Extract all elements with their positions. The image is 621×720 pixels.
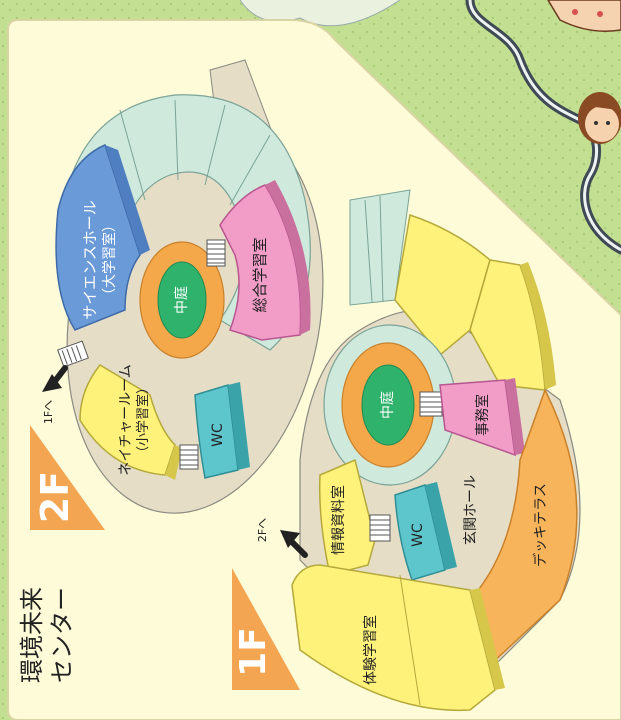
label-stairs-1f: 1Fへ xyxy=(42,400,55,424)
room-deck-terrace xyxy=(469,388,578,667)
label-courtyard-1f: 中庭 xyxy=(379,391,396,419)
svg-text:ネイチャールーム: ネイチャールーム xyxy=(118,364,134,475)
svg-text:サイエンスホール: サイエンスホール xyxy=(81,200,99,320)
badge-1f: 1F xyxy=(232,568,300,690)
label-nature-room: ネイチャールーム （小学習室） xyxy=(118,364,151,475)
title-line-2: センター xyxy=(48,587,76,683)
badge-2f: 2F xyxy=(30,425,105,530)
label-wc-2f: WC xyxy=(210,423,226,447)
floor-1f: 中庭 事務室 デッキテラス 玄関ホール 情報資料室 xyxy=(256,189,581,712)
floor-2f: サイエンスホール （大学習室） 総合学習室 中庭 ネイチャールーム （小学習室） xyxy=(42,59,324,514)
character-face-icon xyxy=(578,92,621,144)
label-office: 事務室 xyxy=(474,394,491,436)
courtyard-2f xyxy=(157,261,207,339)
room-science-hall xyxy=(55,143,141,331)
svg-text:総合学習室: 総合学習室 xyxy=(251,237,269,312)
svg-text:（大学習室）: （大学習室） xyxy=(101,218,118,302)
title-line-1: 環境未来 xyxy=(18,587,46,683)
stairs-icon xyxy=(206,239,226,267)
label-deck-terrace: デッキテラス xyxy=(532,483,549,567)
label-info-room: 情報資料室 xyxy=(330,485,347,555)
room-general-study xyxy=(219,184,302,341)
svg-text:（小学習室）: （小学習室） xyxy=(135,381,151,459)
page-title: 環境未来 センター xyxy=(18,587,76,683)
room-wc-2f xyxy=(194,384,239,479)
room-info xyxy=(318,458,376,576)
stairs-icon xyxy=(419,391,443,417)
room-experience xyxy=(291,564,496,712)
label-courtyard-2f: 中庭 xyxy=(173,286,190,314)
arrow-to-1f-icon xyxy=(42,365,68,392)
courtyard-1f xyxy=(361,364,415,446)
label-wc-1f: WC xyxy=(410,523,426,547)
badge-2f-text: 2F xyxy=(33,471,77,523)
room-nature xyxy=(79,364,176,476)
label-experience-room: 体験学習室 xyxy=(362,615,379,685)
arrow-to-2f-icon xyxy=(280,530,308,558)
label-general-study: 総合学習室 xyxy=(251,237,269,312)
label-science-hall: サイエンスホール （大学習室） xyxy=(81,200,118,320)
badge-1f-text: 1F xyxy=(233,627,274,677)
room-wc-1f xyxy=(394,484,446,581)
label-entrance-hall: 玄関ホール xyxy=(462,475,479,545)
label-stairs-2f: 2Fへ xyxy=(256,518,269,542)
stairs-icon xyxy=(179,444,199,470)
stairs-icon xyxy=(369,514,391,542)
stairs-icon xyxy=(57,340,89,368)
